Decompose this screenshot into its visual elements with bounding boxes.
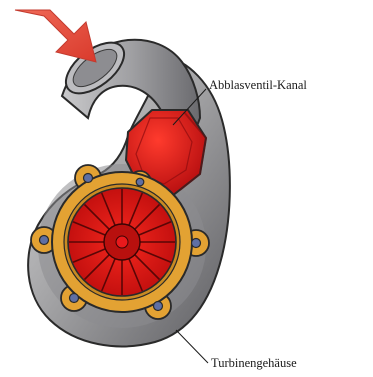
turbine-wheel <box>68 188 176 296</box>
housing-callout-line <box>176 330 208 363</box>
wastegate-channel-label: Abblasventil-Kanal <box>209 79 307 92</box>
turbine-housing-label: Turbinengehäuse <box>211 357 297 370</box>
flow-arrow-icon <box>15 10 96 62</box>
